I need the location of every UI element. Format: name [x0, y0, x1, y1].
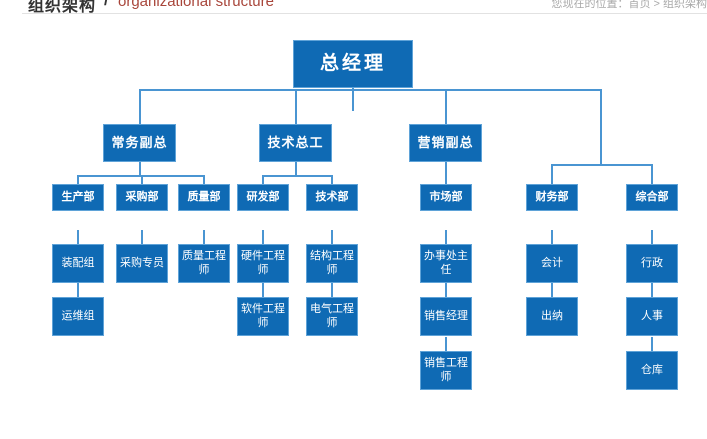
node-warehouse[interactable]: 仓库 — [626, 351, 678, 390]
connector-bus-to-right-branch — [600, 89, 602, 165]
connector-bus-to-yingxiao — [445, 89, 447, 124]
connector-bus-to-jishu — [295, 89, 297, 124]
node-marketing-vp[interactable]: 营销副总 — [409, 124, 482, 162]
connector-caigou-to-caigouzhuanyuan — [141, 230, 143, 244]
connector-jishu-down — [295, 162, 297, 176]
connector-subbus-to-zonghe — [651, 164, 653, 184]
connector-xingzheng-to-renshi — [651, 283, 653, 297]
connector-changwu-down — [139, 162, 141, 176]
connector-changwu-to-zhiliang — [203, 175, 205, 184]
node-accountant[interactable]: 会计 — [526, 244, 578, 283]
connector-banshichu-to-xiaoshoujingli — [445, 283, 447, 297]
node-human-resources[interactable]: 人事 — [626, 297, 678, 336]
node-purchasing-specialist[interactable]: 采购专员 — [116, 244, 168, 283]
node-hardware-engineer[interactable]: 硬件工程师 — [237, 244, 289, 283]
node-structural-engineer[interactable]: 结构工程师 — [306, 244, 358, 283]
node-rnd-dept[interactable]: 研发部 — [237, 184, 289, 211]
node-executive-vp[interactable]: 常务副总 — [103, 124, 176, 162]
node-software-engineer[interactable]: 软件工程师 — [237, 297, 289, 336]
connector-kuaiji-to-chuna — [551, 283, 553, 297]
connector-jishu-bus — [263, 175, 333, 177]
connector-shengchan-to-zhuangpei — [77, 230, 79, 244]
node-market-dept[interactable]: 市场部 — [420, 184, 472, 211]
connector-yanfa-to-yingjianGCS — [262, 230, 264, 244]
node-production-dept[interactable]: 生产部 — [52, 184, 104, 211]
connector-changwu-to-caigou — [141, 175, 143, 184]
connector-xiaoshoujingli-to-xiaoshouGCS — [445, 337, 447, 351]
node-quality-dept[interactable]: 质量部 — [178, 184, 230, 211]
node-administration[interactable]: 行政 — [626, 244, 678, 283]
connector-zhiliang-to-zhiliangGCS — [203, 230, 205, 244]
node-purchasing-dept[interactable]: 采购部 — [116, 184, 168, 211]
connector-level2-bus — [140, 89, 601, 91]
connector-zonghe-to-xingzheng — [651, 230, 653, 244]
connector-root-down — [352, 88, 354, 111]
connector-caiwu-to-kuaiji — [551, 230, 553, 244]
connector-yingjianGCS-to-ruanjianGCS — [262, 283, 264, 297]
connector-jishubu-to-jiegouGCS — [331, 230, 333, 244]
node-office-director[interactable]: 办事处主任 — [420, 244, 472, 283]
header-divider — [22, 13, 707, 14]
connector-zhuangpei-to-yunwei — [77, 283, 79, 297]
node-electrical-engineer[interactable]: 电气工程师 — [306, 297, 358, 336]
node-finance-dept[interactable]: 财务部 — [526, 184, 578, 211]
node-sales-engineer[interactable]: 销售工程师 — [420, 351, 472, 390]
connector-shichang-to-banshichu — [445, 230, 447, 244]
node-general-affairs-dept[interactable]: 综合部 — [626, 184, 678, 211]
connector-jishu-to-jishubu — [331, 175, 333, 184]
connector-yingxiao-to-shichang — [445, 162, 447, 184]
connector-renshi-to-cangku — [651, 337, 653, 351]
title-separator: / — [104, 0, 109, 9]
connector-right-subbus — [551, 164, 653, 166]
breadcrumb: 您现在的位置：首页 > 组织架构 — [551, 0, 707, 10]
connector-jiegouGCS-to-dianqiGCS — [331, 283, 333, 297]
node-quality-engineer[interactable]: 质量工程师 — [178, 244, 230, 283]
node-maintenance-team[interactable]: 运维组 — [52, 297, 104, 336]
connector-changwu-to-shengchan — [77, 175, 79, 184]
connector-bus-to-changwu — [139, 89, 141, 124]
node-cashier[interactable]: 出纳 — [526, 297, 578, 336]
node-chief-engineer[interactable]: 技术总工 — [259, 124, 332, 162]
connector-subbus-to-caiwu — [551, 164, 553, 184]
node-general-manager[interactable]: 总经理 — [293, 40, 413, 88]
node-assembly-team[interactable]: 装配组 — [52, 244, 104, 283]
page-title: 组织架构 — [28, 0, 97, 15]
page-subtitle-en: organizational structure — [118, 0, 274, 10]
node-technology-dept[interactable]: 技术部 — [306, 184, 358, 211]
connector-jishu-to-yanfa — [262, 175, 264, 184]
page-header: 组织架构 / organizational structure 您现在的位置：首… — [0, 0, 707, 22]
org-chart-canvas: 总经理 常务副总 技术总工 营销副总 生产部 采购部 质量部 研发部 技术部 市… — [0, 22, 707, 439]
node-sales-manager[interactable]: 销售经理 — [420, 297, 472, 336]
